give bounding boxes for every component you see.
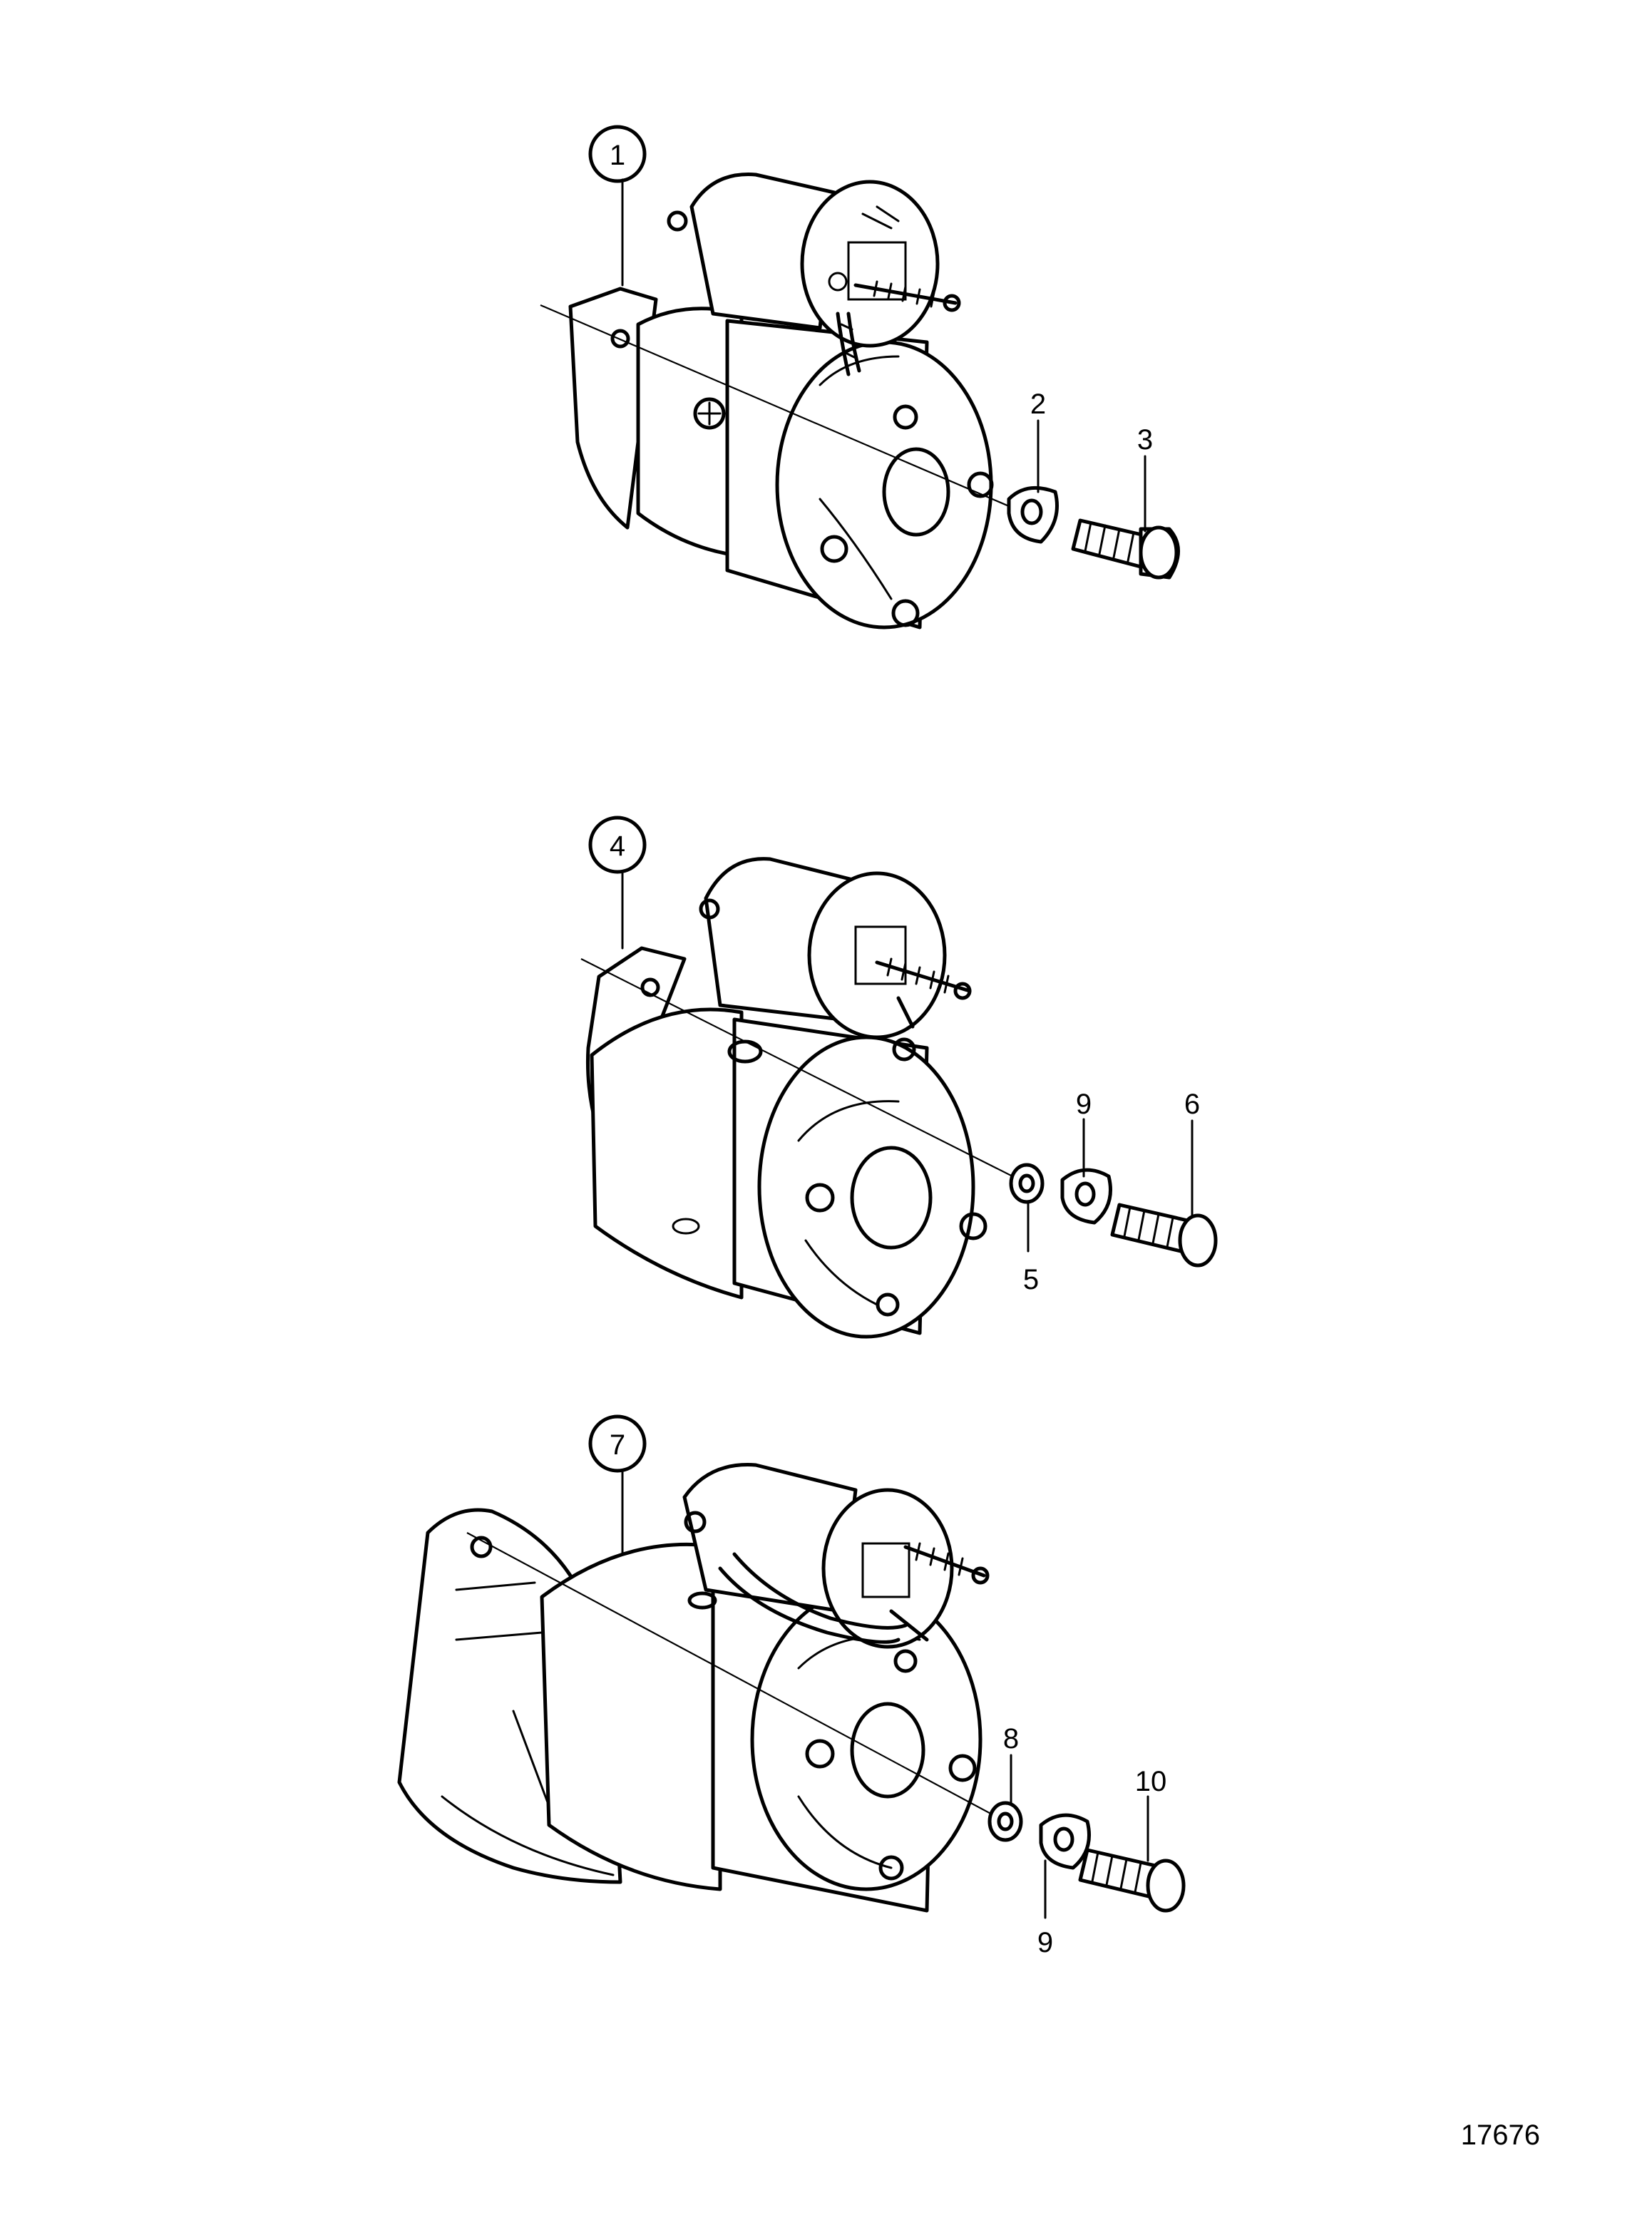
callout-3: 3	[1137, 424, 1153, 456]
alignment-line-1	[540, 304, 1035, 518]
washer-9-bottom	[1039, 1813, 1091, 1870]
callout-8: 8	[1003, 1723, 1019, 1754]
callout-2: 2	[1030, 389, 1046, 420]
callout-4: 4	[610, 831, 625, 862]
callout-circle-1	[588, 125, 647, 183]
alignment-line-3	[466, 1532, 1006, 1822]
callout-5: 5	[1023, 1264, 1039, 1295]
callout-9-top: 9	[1076, 1089, 1092, 1120]
washer-2	[1007, 485, 1059, 544]
bolt-10	[1078, 1848, 1186, 1913]
washer-8	[987, 1801, 1023, 1842]
callout-7: 7	[610, 1429, 625, 1461]
bolt-6	[1110, 1203, 1218, 1268]
callout-9-bottom: 9	[1037, 1927, 1053, 1958]
starter-motor-3	[397, 1463, 990, 1913]
washer-5	[1009, 1163, 1045, 1204]
callout-circle-4	[588, 816, 647, 874]
callout-10: 10	[1135, 1766, 1167, 1797]
alignment-line-2	[580, 958, 1027, 1184]
starter-motor-assembly-2: 4 5 9 6	[580, 816, 1218, 1339]
callout-1: 1	[610, 140, 625, 171]
document-number: 17676	[1461, 2119, 1540, 2151]
starter-motor-assembly-1: 1 2 3	[540, 125, 1180, 629]
washer-9	[1060, 1168, 1112, 1225]
callout-6: 6	[1184, 1089, 1200, 1120]
callout-circle-7	[588, 1414, 647, 1473]
bolt-3	[1071, 518, 1180, 580]
starter-motor-1	[568, 173, 994, 629]
starter-motor-2	[585, 857, 987, 1339]
starter-motor-assembly-3: 7 8 9 10	[397, 1414, 1186, 1958]
